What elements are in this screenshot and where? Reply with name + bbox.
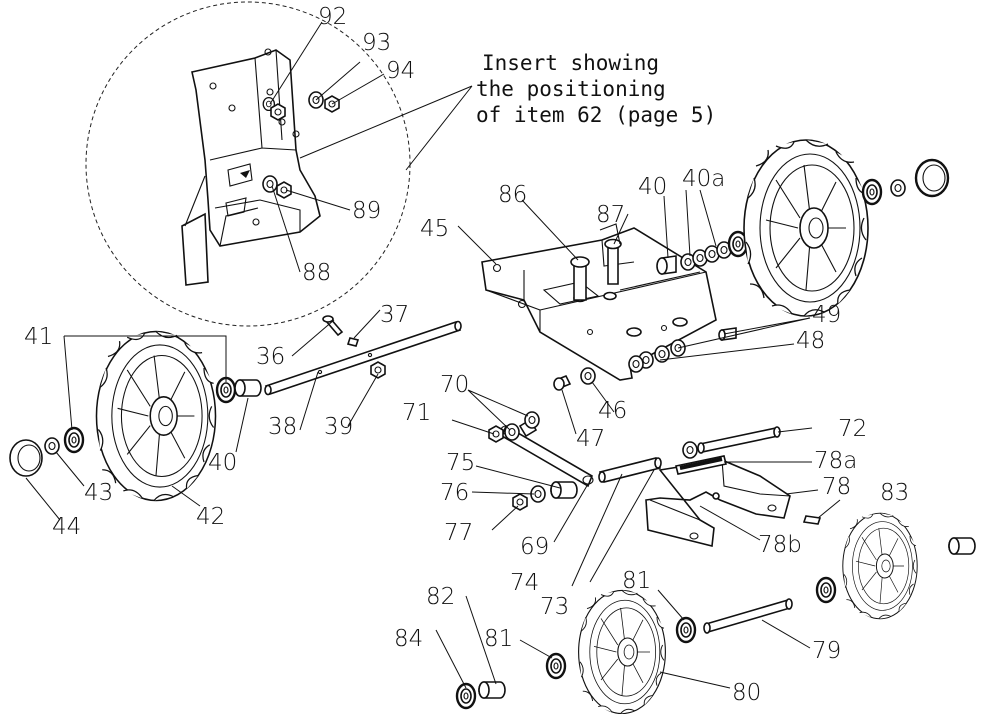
insert-dashed-circle [85, 1, 411, 327]
label-72: 72 [838, 416, 867, 442]
label-45: 45 [420, 216, 449, 242]
label-49: 49 [812, 302, 841, 328]
washer-70 [524, 411, 540, 429]
wheel-left-42 [95, 330, 217, 502]
wheel-top-right [743, 139, 869, 317]
bearing-bottom-right [815, 576, 837, 604]
label-36: 36 [256, 344, 285, 370]
label-86: 86 [498, 182, 527, 208]
label-80: 80 [732, 680, 761, 706]
label-40-left: 40 [208, 450, 237, 476]
label-78b: 78b [758, 532, 802, 558]
label-84: 84 [394, 626, 423, 652]
bearing-43 [63, 426, 85, 454]
label-48: 48 [796, 328, 825, 354]
label-87: 87 [596, 202, 625, 228]
label-70: 70 [440, 372, 469, 398]
bolt-46 [553, 374, 572, 391]
bearing-81-left [545, 652, 567, 680]
pin-36 [322, 315, 344, 337]
logo-plate-78a [675, 455, 727, 475]
washer-70b [504, 423, 520, 441]
label-75: 75 [446, 450, 475, 476]
nut-77 [512, 493, 528, 511]
label-73: 73 [540, 594, 569, 620]
label-40a: 40a [682, 166, 725, 192]
label-79: 79 [812, 638, 841, 664]
label-46: 46 [598, 398, 627, 424]
label-94: 94 [386, 58, 415, 84]
label-69: 69 [520, 534, 549, 560]
axle-38 [264, 320, 462, 396]
rod-74 [598, 457, 662, 483]
label-74: 74 [510, 570, 539, 596]
nut-39 [370, 361, 386, 379]
spacer-82 [478, 681, 506, 699]
label-89: 89 [352, 198, 381, 224]
label-43: 43 [84, 480, 113, 506]
spacer-40-left [234, 379, 262, 397]
hub-cap-ring [914, 158, 950, 198]
label-42: 42 [196, 504, 225, 530]
label-78: 78 [822, 474, 851, 500]
leader-lines [25, 21, 841, 689]
label-77: 77 [444, 520, 473, 546]
label-83: 83 [880, 480, 909, 506]
part-labels: 92 93 94 89 88 86 87 45 40 40a 49 48 41 … [24, 4, 909, 706]
label-40-top: 40 [638, 174, 667, 200]
bearing-top-right [861, 178, 883, 206]
nut-71 [488, 425, 504, 443]
label-81-top: 81 [622, 568, 651, 594]
bracket-78 [645, 459, 791, 547]
label-93: 93 [362, 30, 391, 56]
label-38: 38 [268, 414, 297, 440]
label-76: 76 [440, 480, 469, 506]
pin-83 [802, 515, 822, 525]
hub-cap-44 [9, 439, 43, 477]
bearing-81-right [675, 616, 697, 644]
bracket-45 [481, 223, 737, 381]
axle-79 [703, 598, 793, 634]
spacer-group-40a [656, 230, 749, 275]
insert-note-line1: Insert showing [482, 51, 659, 75]
label-47: 47 [576, 426, 605, 452]
label-78a: 78a [814, 448, 857, 474]
label-39: 39 [324, 414, 353, 440]
label-44: 44 [52, 514, 81, 540]
label-41: 41 [24, 324, 53, 350]
insert-detail [85, 1, 411, 327]
insert-note-leader [299, 85, 473, 171]
label-81-bottom: 81 [484, 626, 513, 652]
washer-72 [682, 441, 698, 459]
insert-note-line2: the positioning [476, 77, 666, 101]
label-71: 71 [402, 400, 431, 426]
spacer-75 [550, 481, 578, 499]
pin-37 [346, 337, 360, 347]
label-82: 82 [426, 584, 455, 610]
insert-bracket-part [181, 48, 321, 286]
washer-47 [580, 367, 596, 385]
washer-top-right [890, 179, 906, 197]
rod-72 [697, 426, 781, 454]
spacer-bottom-right [948, 537, 976, 555]
insert-note-line3: of item 62 (page 5) [476, 103, 716, 127]
label-92: 92 [318, 4, 347, 30]
wheel-bottom-right [842, 512, 918, 620]
wheel-bottom-80 [578, 589, 666, 714]
washer-43 [44, 437, 60, 455]
label-37: 37 [380, 302, 409, 328]
label-88: 88 [302, 260, 331, 286]
